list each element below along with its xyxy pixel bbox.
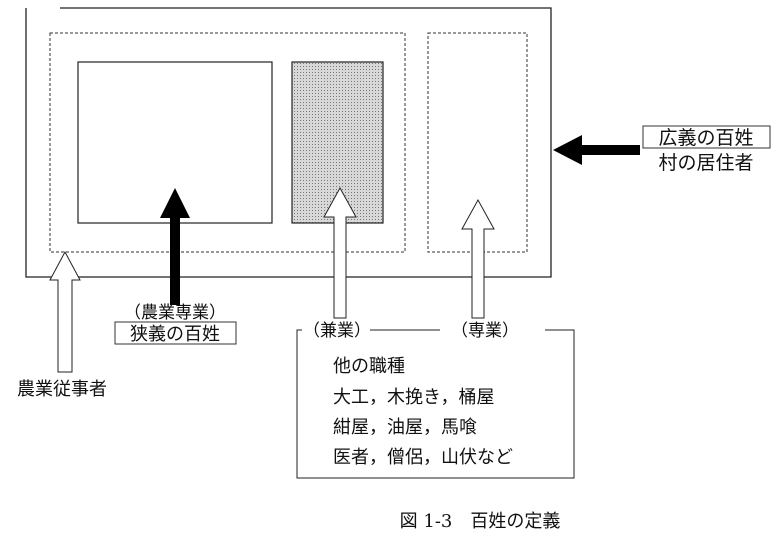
part-time-arrow-icon — [323, 186, 357, 319]
broad-peasant-arrow-icon — [553, 135, 640, 165]
occupations-line-1: 大工，木挽き，桶屋 — [333, 387, 494, 408]
occupations-line-3: 医者，僧侶，山伏など — [333, 447, 513, 468]
village-resident-label: 村の居住者 — [658, 152, 753, 174]
occupations-bracket — [296, 329, 575, 479]
narrow-peasant-label: 狭義の百姓 — [130, 324, 220, 345]
occupations-line-2: 紺屋，油屋，馬喰 — [333, 417, 477, 438]
farm-worker-label: 農業従事者 — [17, 379, 107, 400]
farming-group-box — [49, 32, 406, 253]
full-time-label: （専業） — [451, 321, 519, 341]
narrow-peasant-arrow-icon — [160, 188, 190, 305]
farm-worker-arrow-icon — [49, 250, 81, 373]
part-time-label: （兼業） — [303, 321, 371, 341]
full-time-farming-label: （農業専業） — [124, 303, 226, 323]
broad-peasant-frame — [642, 125, 771, 149]
narrow-peasant-frame — [114, 321, 237, 345]
full-time-arrow-icon — [461, 198, 495, 319]
figure-caption: 図 1-3 百姓の定義 — [400, 511, 561, 532]
broad-peasant-label: 広義の百姓 — [658, 127, 753, 149]
outer-box — [25, 7, 552, 278]
other-occupations-label: 他の職種 — [333, 356, 405, 377]
